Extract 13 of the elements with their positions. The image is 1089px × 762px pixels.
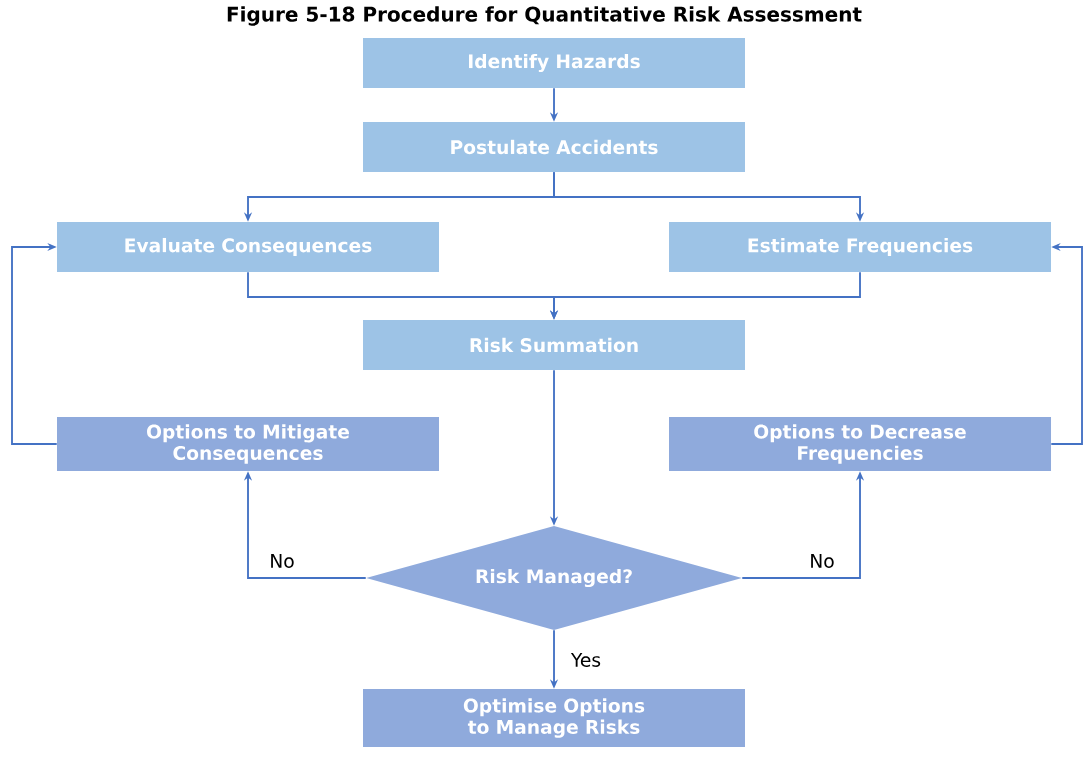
edge-label: Yes — [569, 651, 603, 669]
process-box: Postulate Accidents — [363, 122, 745, 172]
figure-title: Figure 5-18 Procedure for Quantitative Risk Assessment — [227, 6, 862, 26]
process-box: Risk Summation — [363, 320, 745, 370]
process-box: Evaluate Consequences — [57, 222, 439, 272]
edge-label: No — [268, 552, 297, 570]
process-box: Optimise Options to Manage Risks — [363, 689, 745, 747]
process-box: Options to Mitigate Consequences — [57, 417, 439, 471]
process-box: Identify Hazards — [363, 38, 745, 88]
process-box: Estimate Frequencies — [669, 222, 1051, 272]
process-box: Options to Decrease Frequencies — [669, 417, 1051, 471]
arrow — [11, 242, 58, 445]
edge-label: No — [808, 552, 837, 570]
